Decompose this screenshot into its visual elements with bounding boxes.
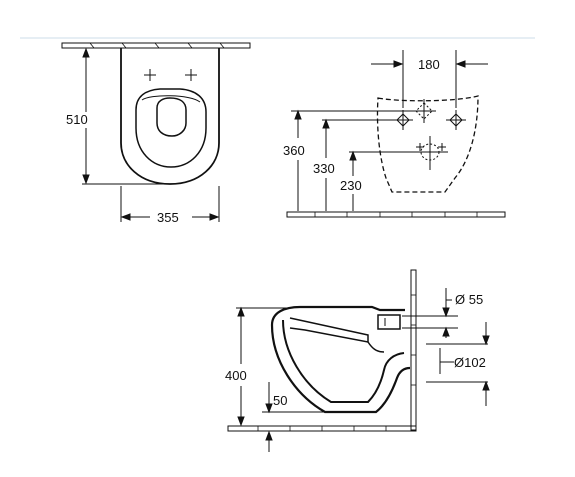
mounting-floor-plate xyxy=(286,211,506,218)
side-view-floor-hatch xyxy=(257,426,387,431)
top-view-fixing-cross-left xyxy=(144,69,156,81)
dim-top-view-height xyxy=(82,47,170,185)
side-view-rim xyxy=(289,317,369,343)
dim-mounting-spacing xyxy=(371,50,488,108)
side-view xyxy=(227,269,417,432)
dim-label-height-230: 230 xyxy=(340,178,362,193)
dim-label-top-height: 510 xyxy=(66,112,88,127)
top-view-seat-hinge-line xyxy=(141,95,201,103)
mounting-fixing-small-right xyxy=(438,143,446,151)
dim-mounting-heights xyxy=(291,109,416,211)
side-view-inlet-fitting xyxy=(377,314,401,330)
dim-label-top-width: 355 xyxy=(157,210,179,225)
mounting-fixing-right xyxy=(446,110,466,130)
mounting-bowl-outline xyxy=(376,95,479,193)
dim-side-floor-gap xyxy=(262,382,326,452)
mounting-fixing-center-bottom xyxy=(412,136,448,170)
top-view-fixing-cross-right xyxy=(185,69,197,81)
mounting-view xyxy=(286,95,506,218)
side-view-wall-hatch xyxy=(411,294,416,386)
side-view-bowl-inner xyxy=(282,319,405,403)
dim-label-outlet: Ø102 xyxy=(454,355,486,370)
mounting-fixing-small-left xyxy=(416,143,424,151)
dim-label-height-360: 360 xyxy=(283,143,305,158)
side-view-trap xyxy=(367,341,385,353)
dim-inlet-diameter xyxy=(402,288,458,338)
mounting-fixing-left xyxy=(393,110,413,130)
dim-label-spacing: 180 xyxy=(418,57,440,72)
dim-label-floor-gap: 50 xyxy=(273,393,287,408)
dim-outlet-diameter xyxy=(426,322,490,406)
dim-label-inlet: Ø 55 xyxy=(455,292,483,307)
top-view-wall-plate xyxy=(61,42,251,49)
dim-label-side-height: 400 xyxy=(225,368,247,383)
top-view-seat-inner xyxy=(156,97,187,137)
top-view-wall-hatch xyxy=(89,42,225,49)
dim-label-height-330: 330 xyxy=(313,161,335,176)
dim-top-view-width xyxy=(120,186,220,222)
side-view-bowl-outer xyxy=(270,305,411,414)
top-view-seat-opening xyxy=(135,88,207,168)
side-view-wall xyxy=(410,269,417,431)
dim-side-height xyxy=(236,306,290,427)
top-view xyxy=(61,42,251,185)
mounting-floor-hatch xyxy=(314,212,478,217)
